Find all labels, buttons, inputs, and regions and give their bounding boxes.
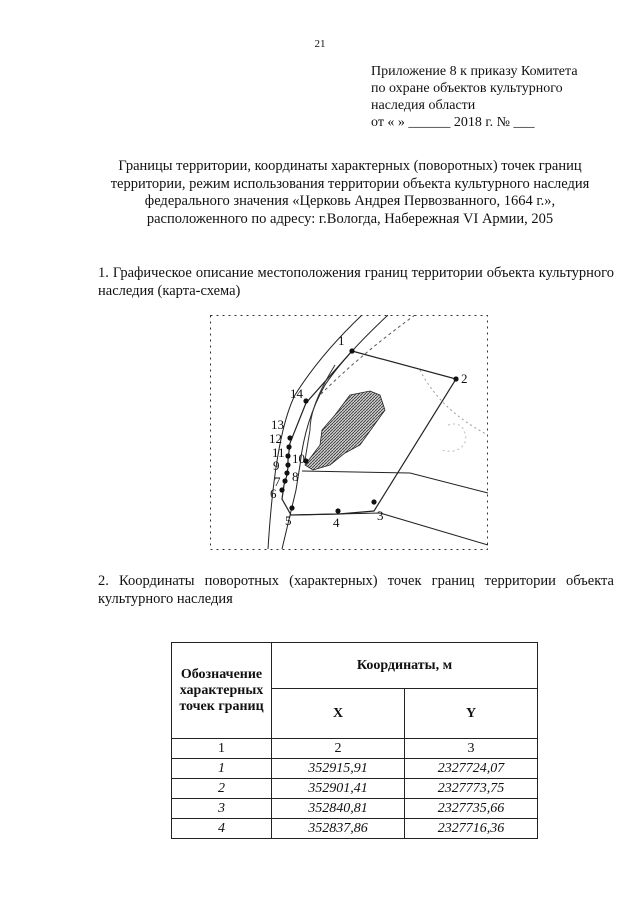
point-6	[279, 487, 285, 493]
road-line	[441, 423, 467, 452]
table-row: 3 352840,81 2327735,66	[171, 798, 538, 819]
point-1	[349, 348, 355, 354]
map-label-5: 5	[285, 513, 292, 528]
point-id-cell: 2	[171, 778, 272, 799]
section-1-heading: 1. Графическое описание местоположения г…	[98, 265, 614, 299]
map-label-14: 14	[290, 386, 304, 401]
appendix-line: наследия области	[371, 98, 476, 113]
map-label-7: 7	[274, 474, 281, 489]
column-number: 2	[271, 738, 405, 759]
x-cell: 352840,81	[271, 798, 405, 819]
map-label-10: 10	[292, 451, 305, 466]
map-label-2: 2	[461, 371, 468, 386]
road-line	[281, 315, 389, 550]
point-13	[287, 435, 293, 441]
map-label-6: 6	[270, 486, 277, 501]
point-9	[285, 462, 291, 468]
y-cell: 2327724,07	[404, 758, 538, 779]
point-5	[289, 505, 295, 511]
coordinates-table: Обозначение характерных точек границ Коо…	[171, 642, 538, 839]
x-cell: 352837,86	[271, 818, 405, 839]
section-2-heading: 2. Координаты поворотных (характерных) т…	[98, 573, 614, 607]
y-cell: 2327735,66	[404, 798, 538, 819]
point-10	[303, 458, 309, 464]
map-label-4: 4	[333, 515, 340, 530]
point-2	[453, 376, 459, 382]
map-frame	[210, 315, 488, 550]
appendix-header: Приложение 8 к приказу Комитета по охран…	[371, 63, 578, 131]
x-cell: 352915,91	[271, 758, 405, 779]
x-cell: 352901,41	[271, 778, 405, 799]
column-number: 1	[171, 738, 272, 759]
territory-boundary	[281, 350, 457, 516]
map-label-13: 13	[271, 417, 284, 432]
map-label-11: 11	[272, 445, 285, 460]
point-labels: 1 2 3 4 5 6 7 8 9 10 11 12 13 14	[269, 333, 468, 530]
road-line	[293, 512, 488, 546]
road-line	[319, 315, 416, 396]
map-label-9: 9	[273, 458, 280, 473]
title-line: Границы территории, координаты характерн…	[118, 158, 582, 174]
page-number: 21	[314, 38, 326, 50]
point-3	[371, 499, 377, 505]
point-12	[286, 444, 292, 450]
title-line: территории, режим использования территор…	[110, 175, 590, 192]
road-line	[301, 470, 488, 494]
point-id-cell: 4	[171, 818, 272, 839]
inner-boundary	[304, 364, 336, 461]
appendix-line: по охране объектов культурного	[371, 81, 563, 96]
header-y: Y	[404, 688, 538, 739]
table-row: 1 352915,91 2327724,07	[171, 758, 538, 779]
point-11	[285, 453, 291, 459]
table-row: 4 352837,86 2327716,36	[171, 818, 538, 839]
road-line	[267, 315, 363, 550]
title-line: расположенного по адресу: г.Вологда, Наб…	[146, 210, 554, 227]
column-number: 3	[404, 738, 538, 759]
y-cell: 2327716,36	[404, 818, 538, 839]
point-id-cell: 1	[171, 758, 272, 779]
document-title: Границы территории, координаты характерн…	[90, 158, 610, 228]
church-building	[304, 390, 386, 471]
boundary-points	[279, 348, 459, 514]
point-4	[335, 508, 341, 514]
map-label-3: 3	[377, 508, 384, 523]
point-id-cell: 3	[171, 798, 272, 819]
point-14	[303, 398, 309, 404]
map-label-1: 1	[338, 333, 345, 348]
map-label-8: 8	[292, 469, 299, 484]
table-row: 2 352901,41 2327773,75	[171, 778, 538, 799]
header-coordinates: Координаты, м	[271, 642, 538, 689]
header-designation: Обозначение характерных точек границ	[171, 642, 272, 739]
y-cell: 2327773,75	[404, 778, 538, 799]
boundary-map-scheme: 1 2 3 4 5 6 7 8 9 10 11 12 13 14	[210, 315, 488, 550]
appendix-line: Приложение 8 к приказу Комитета	[371, 64, 578, 79]
title-line: федерального значения «Церковь Андрея Пе…	[144, 193, 556, 209]
map-label-12: 12	[269, 431, 282, 446]
appendix-line: от « » ______ 2018 г. № ___	[371, 115, 535, 130]
header-x: X	[271, 688, 405, 739]
point-8	[284, 470, 290, 476]
point-7	[282, 478, 288, 484]
road-line	[419, 369, 488, 436]
